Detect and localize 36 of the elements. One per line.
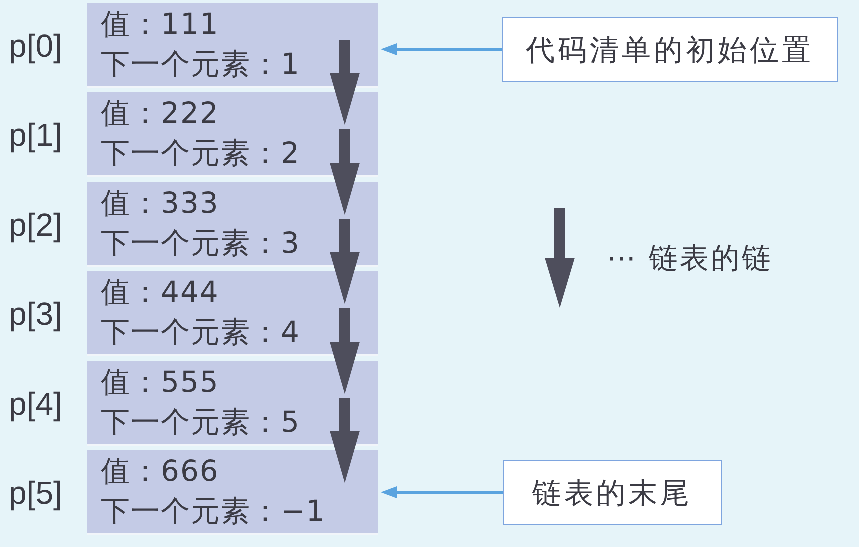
value-text: 值：222: [101, 95, 220, 132]
arrow: [330, 40, 360, 126]
list-element-box: [87, 450, 378, 535]
next-pointer-text: 下一个元素：2: [101, 135, 300, 172]
arrow: [330, 398, 360, 484]
index-label: p[0]: [9, 28, 62, 64]
list-element-box: [87, 361, 378, 446]
legend-text: ⋯ 链表的链: [607, 240, 774, 276]
next-pointer-text: 下一个元素：3: [101, 225, 300, 262]
list-element-box: [87, 3, 378, 88]
value-text: 值：444: [101, 274, 220, 311]
next-pointer-text: 下一个元素：4: [101, 314, 300, 351]
arrow: [330, 308, 360, 394]
value-text: 值：111: [101, 6, 220, 43]
arrow: [330, 129, 360, 216]
list-element-box: [87, 271, 378, 356]
callout-text: 代码清单的初始位置: [526, 32, 814, 68]
callout-box: [503, 460, 722, 525]
index-label: p[1]: [9, 116, 62, 152]
next-pointer-text: 下一个元素：1: [101, 46, 300, 83]
value-text: 值：555: [101, 364, 220, 401]
callout-box: [502, 17, 838, 82]
list-element-box: [87, 92, 378, 177]
value-text: 值：333: [101, 185, 220, 222]
list-element-box: [87, 182, 378, 267]
index-label: p[5]: [9, 474, 62, 510]
next-pointer-text: 下一个元素：−1: [101, 493, 326, 530]
arrow: [381, 486, 503, 498]
index-label: p[2]: [9, 206, 62, 242]
next-pointer-text: 下一个元素：5: [101, 404, 300, 441]
index-label: p[3]: [9, 296, 62, 332]
index-label: p[4]: [9, 386, 62, 422]
value-text: 值：666: [101, 453, 220, 490]
arrow: [381, 44, 502, 56]
arrow: [330, 219, 360, 304]
callout-text: 链表的末尾: [532, 474, 692, 510]
